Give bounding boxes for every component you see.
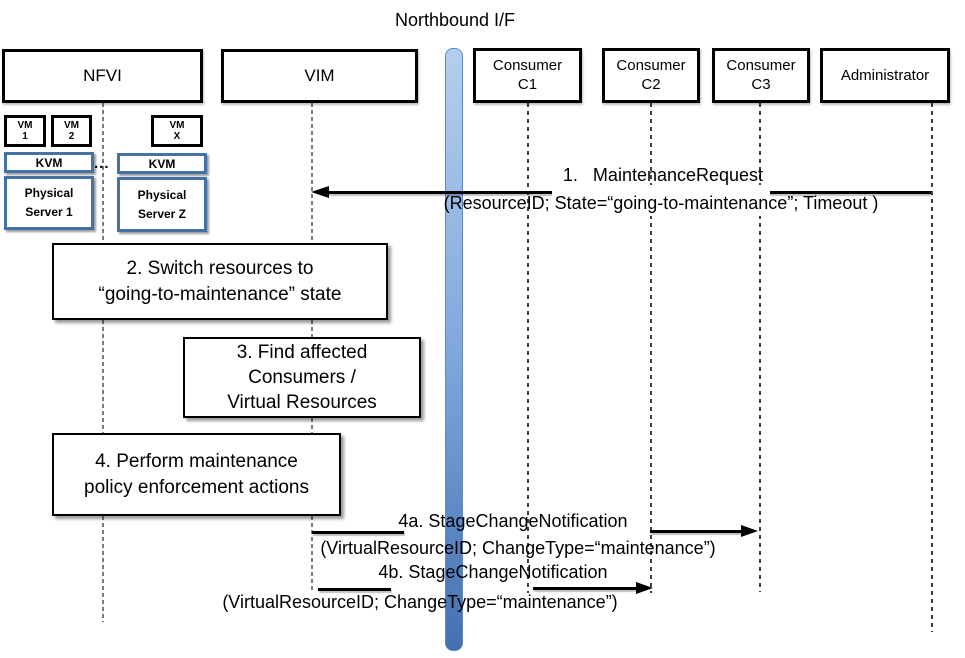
- actor-label-vim: VIM: [304, 66, 335, 85]
- msg1-params: (ResourceID; State=“going-to-maintenance…: [443, 193, 879, 213]
- step3-label-line1: 3. Find affected: [236, 341, 368, 363]
- msg1-label-backdrop: [552, 185, 770, 216]
- step3-label-line3: Virtual Resources: [227, 392, 377, 414]
- administrator-label: Administrator: [840, 67, 930, 84]
- msg4b-title: 4b. StageChangeNotification: [378, 562, 608, 582]
- diagram-title: Northbound I/F: [394, 10, 516, 30]
- vm1-label-line2: 1: [22, 131, 28, 142]
- consumer-c3-label-line1: Consumer: [726, 56, 796, 74]
- consumer-c2-label-line1: Consumer: [616, 56, 686, 74]
- consumer-c2-label-line2: C2: [641, 75, 661, 93]
- step4-label-line1: 4. Perform maintenance: [95, 451, 298, 473]
- vmx-label-line1: VM: [169, 119, 185, 131]
- actor-label-nfvi: NFVI: [83, 66, 122, 85]
- msg4b-arrow-line-left: [318, 588, 391, 591]
- northbound-interface-bar: [445, 48, 463, 651]
- msg1-arrowhead-left-icon: [311, 186, 329, 198]
- vm1-label-line1: VM: [17, 119, 33, 131]
- msg4a-arrow-line-right: [650, 530, 743, 533]
- msg4b-params: (VirtualResourceID; ChangeType=“maintena…: [222, 592, 618, 612]
- msg4a-arrow-line-left: [312, 531, 404, 534]
- physical-server-z-label-line1: Physical: [137, 187, 187, 202]
- physical-server-z-box: Physical Server Z: [117, 177, 207, 232]
- msg4a-arrowhead-right-icon: [741, 525, 758, 537]
- step2-label-line2: “going-to-maintenance” state: [98, 283, 342, 305]
- physical-server-1-box: Physical Server 1: [4, 176, 94, 230]
- physical-server-1-label-line2: Server 1: [25, 205, 73, 219]
- actor-box-consumer-c1: Consumer C1: [473, 48, 582, 103]
- consumer-c3-label-line2: C3: [751, 75, 771, 93]
- kvm-right-label: KVM: [148, 156, 176, 171]
- msg4b-arrow-line-right: [533, 587, 637, 590]
- actor-box-consumer-c2: Consumer C2: [602, 48, 700, 103]
- vm1-box: VM 1: [4, 115, 46, 147]
- consumer-c2-lifeline: [650, 103, 652, 593]
- step3-label-line2: Consumers /: [248, 366, 356, 388]
- vm2-label-line1: VM: [64, 119, 79, 131]
- vm2-box: VM 2: [51, 115, 92, 147]
- step3-box: 3. Find affected Consumers / Virtual Res…: [183, 337, 421, 418]
- vmx-box: VM X: [151, 115, 203, 147]
- administrator-lifeline: [931, 103, 933, 632]
- actor-box-nfvi: NFVI: [2, 49, 203, 103]
- consumer-c3-lifeline: [759, 103, 761, 592]
- vm2-label-line2: 2: [68, 131, 75, 142]
- step4-box: 4. Perform maintenance policy enforcemen…: [52, 433, 341, 516]
- msg4a-params: (VirtualResourceID; ChangeType=“maintena…: [320, 538, 716, 558]
- vmx-label-line2: X: [173, 131, 181, 142]
- step2-label-line1: 2. Switch resources to: [126, 258, 314, 280]
- actor-box-vim: VIM: [221, 49, 418, 103]
- consumer-c1-lifeline: [527, 103, 529, 593]
- consumer-c1-label-line1: Consumer: [492, 56, 563, 74]
- kvm-right-box: KVM: [117, 153, 207, 174]
- actor-box-consumer-c3: Consumer C3: [712, 48, 810, 103]
- msg4a-title: 4a. StageChangeNotification: [398, 511, 628, 531]
- ellipsis-dots: ...: [94, 155, 110, 172]
- step2-box: 2. Switch resources to “going-to-mainten…: [52, 243, 388, 320]
- consumer-c1-label-line2: C1: [517, 75, 538, 93]
- physical-server-1-label-line1: Physical: [24, 186, 74, 201]
- step4-label-line2: policy enforcement actions: [84, 476, 309, 498]
- msg1-title: 1. MaintenanceRequest: [562, 165, 764, 185]
- msg4b-arrowhead-right-icon: [636, 582, 653, 594]
- physical-server-z-label-line2: Server Z: [137, 206, 187, 221]
- actor-box-administrator: Administrator: [820, 48, 950, 103]
- kvm-left-label: KVM: [35, 155, 63, 170]
- nfvi-lifeline: [102, 103, 104, 622]
- kvm-left-box: KVM: [4, 152, 94, 173]
